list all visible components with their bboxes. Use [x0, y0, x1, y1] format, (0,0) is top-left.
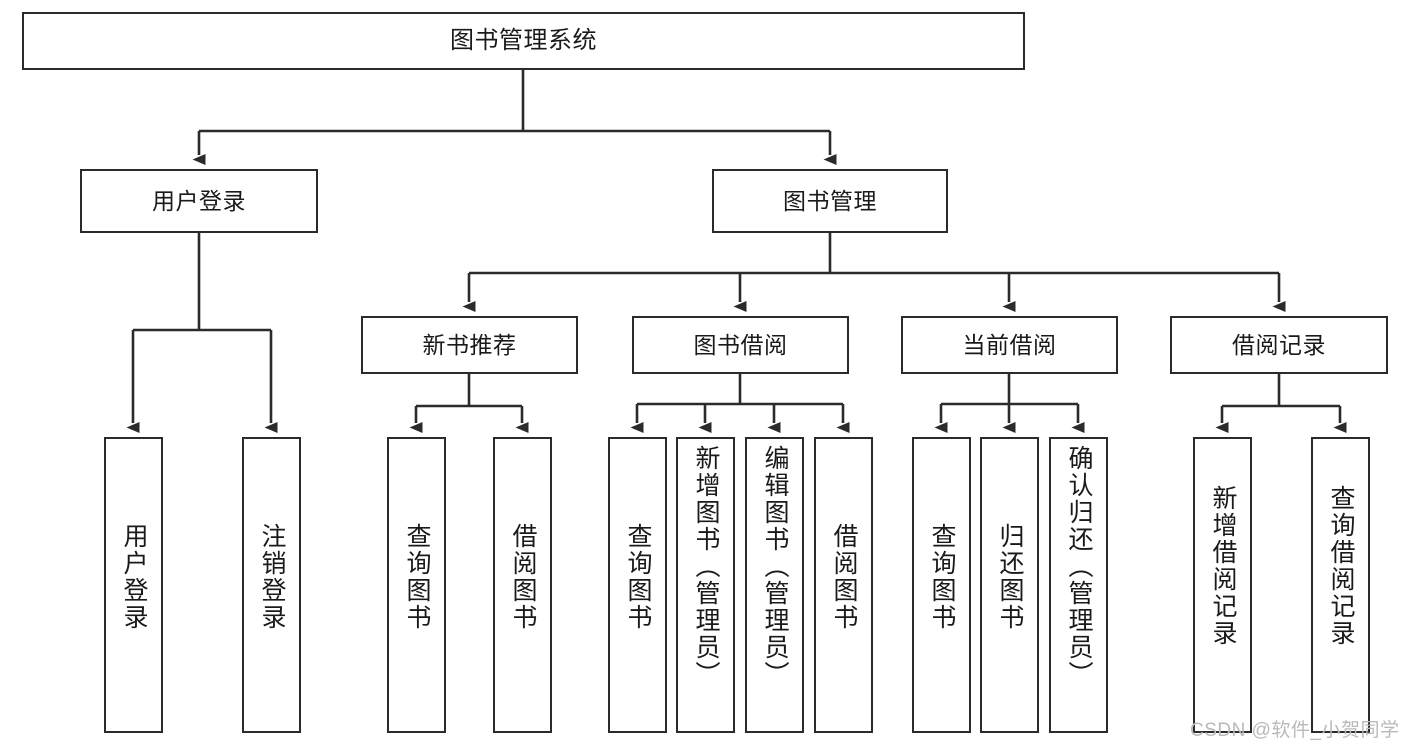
- node-label: 查询图书: [928, 523, 956, 631]
- node-leaf-edit-book-admin[interactable]: 编辑图书（管理员）: [745, 437, 804, 733]
- node-label: 新书推荐: [422, 331, 517, 358]
- node-label: 新增图书（管理员）: [692, 445, 720, 688]
- node-label: 当前借阅: [962, 331, 1057, 358]
- node-leaf-query-borrow-record[interactable]: 查询借阅记录: [1311, 437, 1370, 733]
- node-label: 借阅图书: [509, 523, 537, 631]
- node-leaf-logout[interactable]: 注销登录: [242, 437, 301, 733]
- node-label: 确认归还（管理员）: [1065, 445, 1093, 688]
- node-label: 注销登录: [258, 523, 286, 631]
- node-label: 借阅记录: [1232, 331, 1326, 358]
- node-label: 图书借阅: [693, 331, 788, 358]
- node-leaf-borrow-book-newbook[interactable]: 借阅图书: [493, 437, 552, 733]
- node-label: 查询借阅记录: [1327, 485, 1355, 647]
- node-leaf-query-book-borrow[interactable]: 查询图书: [608, 437, 667, 733]
- node-leaf-confirm-return-admin[interactable]: 确认归还（管理员）: [1049, 437, 1108, 733]
- node-root-book-management-system[interactable]: 图书管理系统: [22, 12, 1025, 70]
- node-leaf-query-book-current[interactable]: 查询图书: [912, 437, 971, 733]
- node-label: 用户登录: [152, 187, 246, 214]
- node-label: 编辑图书（管理员）: [761, 445, 789, 688]
- node-leaf-user-login[interactable]: 用户登录: [104, 437, 163, 733]
- node-label: 图书管理: [783, 187, 877, 214]
- csdn-watermark: CSDN @软件_小贺同学: [1190, 720, 1400, 741]
- node-leaf-return-book[interactable]: 归还图书: [980, 437, 1039, 733]
- node-new-book-recommendation[interactable]: 新书推荐: [361, 316, 578, 374]
- node-label: 查询图书: [403, 523, 431, 631]
- node-label: 图书管理系统: [450, 27, 597, 55]
- node-leaf-query-book-newbook[interactable]: 查询图书: [387, 437, 446, 733]
- node-book-borrowing[interactable]: 图书借阅: [632, 316, 849, 374]
- node-leaf-add-book-admin[interactable]: 新增图书（管理员）: [676, 437, 735, 733]
- node-label: 用户登录: [120, 523, 148, 631]
- node-user-login[interactable]: 用户登录: [80, 169, 318, 233]
- node-current-borrowing[interactable]: 当前借阅: [901, 316, 1118, 374]
- node-label: 查询图书: [624, 523, 652, 631]
- node-label: 归还图书: [996, 523, 1024, 631]
- node-label: 新增借阅记录: [1209, 485, 1237, 647]
- node-label: 借阅图书: [830, 523, 858, 631]
- node-book-management[interactable]: 图书管理: [712, 169, 948, 233]
- node-leaf-borrow-book[interactable]: 借阅图书: [814, 437, 873, 733]
- node-leaf-add-borrow-record[interactable]: 新增借阅记录: [1193, 437, 1252, 733]
- node-borrowing-records[interactable]: 借阅记录: [1170, 316, 1388, 374]
